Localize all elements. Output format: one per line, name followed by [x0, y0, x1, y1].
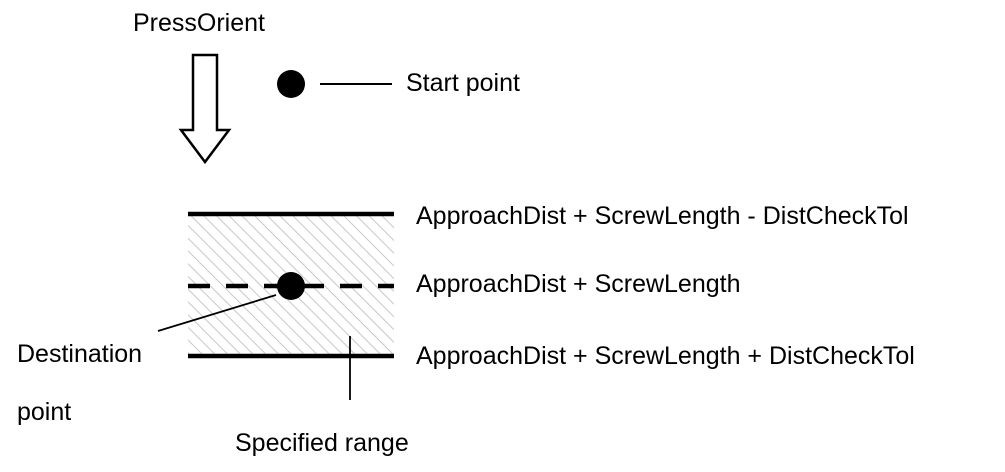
start-point-marker-icon [277, 70, 305, 98]
lower-limit-label: ApproachDist + ScrewLength + DistCheckTo… [416, 342, 915, 370]
destination-point-label-line2: point [17, 398, 72, 426]
start-point-label: Start point [406, 69, 520, 97]
destination-point-marker-icon [277, 272, 305, 300]
destination-point-leader [157, 294, 277, 332]
upper-limit-label: ApproachDist + ScrewLength - DistCheckTo… [416, 202, 909, 230]
press-orient-arrow-icon [178, 53, 232, 165]
press-orient-label: PressOrient [133, 9, 265, 37]
nominal-label: ApproachDist + ScrewLength [416, 270, 741, 298]
specified-range-label: Specified range [235, 429, 409, 457]
destination-point-label-line1: Destination [17, 340, 143, 368]
